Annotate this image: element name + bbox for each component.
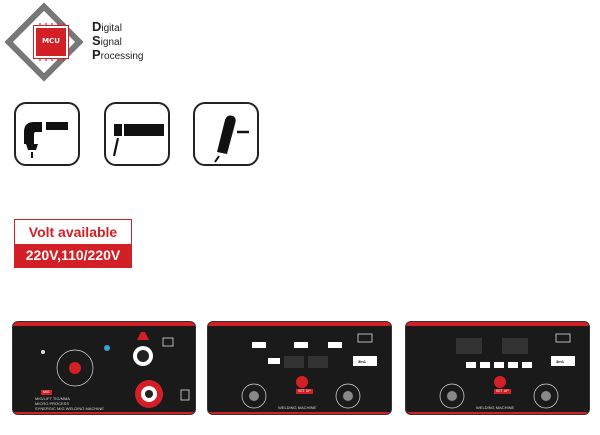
panel-1-line1: MIG/LIFT TIG/MMA xyxy=(35,396,70,401)
panel-2-graphics xyxy=(208,322,391,414)
panel-3-tag: SET UP xyxy=(494,389,511,394)
front-panel-3: SET UP 3in1 WELDING MACHINE xyxy=(405,321,590,415)
dsp-word-signal: ignal xyxy=(100,37,122,48)
mig-process-tile xyxy=(14,102,80,166)
dsp-initial-d: D xyxy=(92,19,102,34)
panel-2-tag: SET UP xyxy=(296,389,313,394)
mig-torch-icon xyxy=(24,122,68,158)
dsp-word-processing: rocessing xyxy=(100,51,144,62)
panel-3-badge: 3in1 xyxy=(556,359,565,364)
mma-electrode-icon xyxy=(214,115,249,163)
mcu-chip-icon: MCU xyxy=(33,25,69,59)
tig-torch-icon xyxy=(112,124,164,157)
volt-heading: Volt available xyxy=(15,220,131,244)
panel-1-line3: SYNERGIC MIG WELDING MACHINE xyxy=(35,406,104,411)
tig-process-tile xyxy=(104,102,170,166)
volt-values: 220V,110/220V xyxy=(15,244,131,267)
panel-2-label: WELDING MACHINE xyxy=(278,405,317,410)
panel-1-line2: MICRO PROCESS xyxy=(35,401,70,406)
panel-3-label: WELDING MACHINE xyxy=(476,405,515,410)
panel-1-graphics xyxy=(13,322,195,414)
panel-2-badge: 3in1 xyxy=(358,359,367,364)
dsp-initial-s: S xyxy=(92,33,101,48)
front-panel-2: SET UP 3in1 WELDING MACHINE xyxy=(207,321,392,415)
mma-process-tile xyxy=(193,102,259,166)
mcu-label: MCU xyxy=(42,37,60,45)
panel-3-graphics xyxy=(406,322,589,414)
dsp-caption: Digital Signal Processing xyxy=(92,19,144,63)
voltage-box: Volt available 220V,110/220V xyxy=(14,219,132,268)
front-panel-1: MIG MIG/LIFT TIG/MMA MICRO PROCESS SYNER… xyxy=(12,321,196,415)
dsp-initial-p: P xyxy=(92,47,101,62)
dsp-badge: MCU Digital Signal Processing xyxy=(4,2,162,82)
dsp-word-digital: igital xyxy=(101,23,122,34)
panel-1-tag: MIG xyxy=(41,390,52,395)
